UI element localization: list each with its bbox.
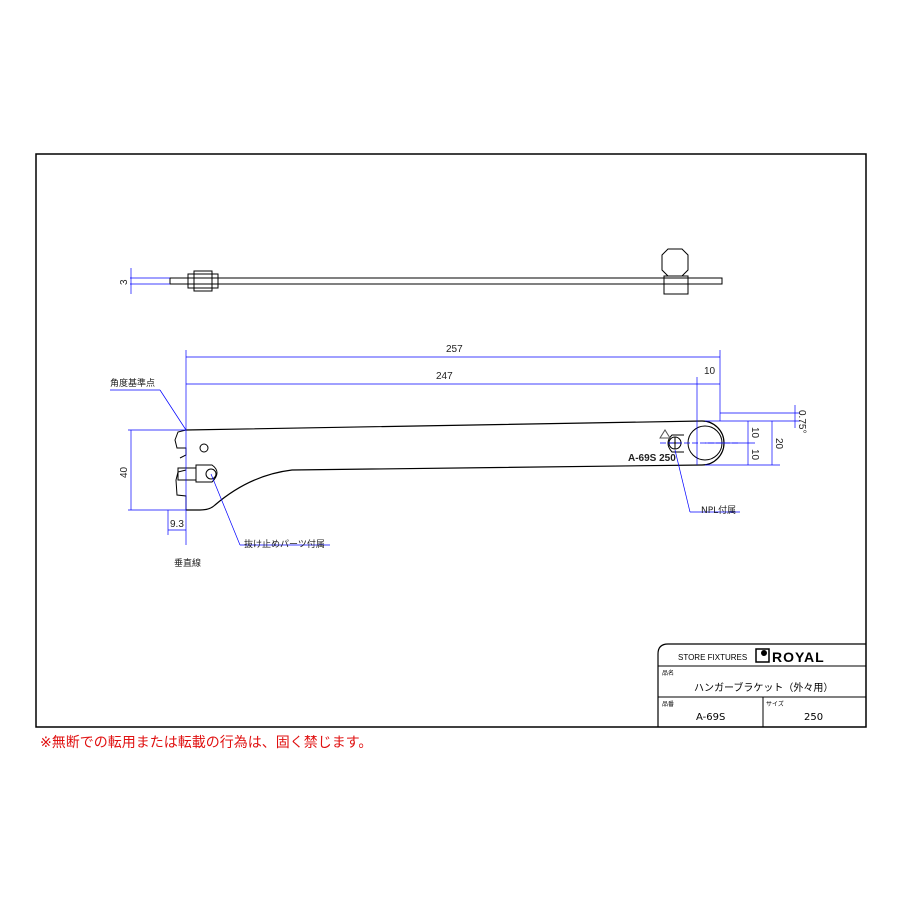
dim-40: 40 <box>119 466 130 478</box>
dim-angle: 0.75° <box>796 410 807 433</box>
dim-247: 247 <box>436 371 453 382</box>
label-vertical-line: 垂直線 <box>174 557 201 569</box>
drawing-frame <box>35 153 867 728</box>
dim-10-lower: 10 <box>749 449 760 461</box>
copyright-warning: ※無断での転用または転載の行為は、固く禁じます。 <box>40 735 373 751</box>
label-angle-ref: 角度基準点 <box>110 377 155 389</box>
dim-thickness: 3 <box>119 279 130 285</box>
label-stopper: 抜け止めパーツ付属 <box>244 538 325 550</box>
size-label: サイズ <box>766 700 784 708</box>
dim-10-upper: 10 <box>749 427 760 439</box>
dim-9-3: 9.3 <box>170 519 184 530</box>
product-size: 250 <box>804 712 823 723</box>
name-label: 品名 <box>662 669 674 677</box>
product-code: A-69S <box>696 712 725 723</box>
dim-257: 257 <box>446 344 463 355</box>
code-label: 品番 <box>662 701 674 708</box>
top-view: 3 <box>119 248 723 295</box>
label-npl: NPL付属 <box>701 505 736 516</box>
product-name: ハンガーブラケット（外々用） <box>694 681 833 694</box>
dim-10-end: 10 <box>704 366 716 377</box>
dim-20: 20 <box>773 438 784 450</box>
royal-logo-icon <box>755 648 770 663</box>
side-view: A-69S 250 <box>174 420 725 511</box>
dimension-lines <box>110 350 800 546</box>
company-tag: STORE FIXTURES <box>678 653 747 662</box>
title-block: STORE FIXTURES ROYAL 品名 ハンガーブラケット（外々用） 品… <box>657 643 866 727</box>
stamp-text: A-69S 250 <box>628 453 676 464</box>
brand-name: ROYAL <box>772 649 825 665</box>
